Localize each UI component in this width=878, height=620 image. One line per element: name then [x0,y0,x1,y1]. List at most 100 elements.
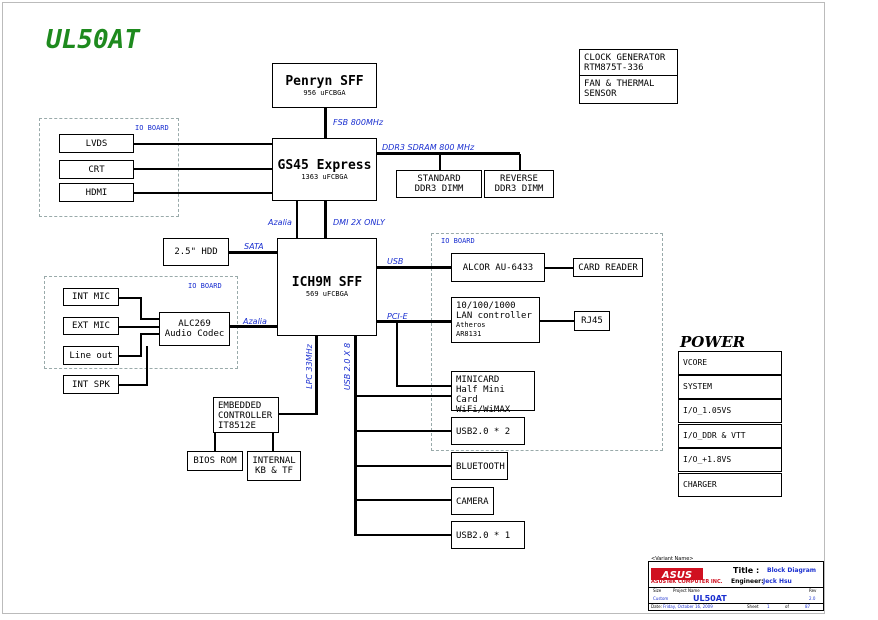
kb-block: INTERNAL KB & TF [247,451,301,481]
lineout-to-codec [140,333,159,335]
lan-line4: AR8131 [456,330,482,338]
fan-thermal-block: FAN & THERMAL SENSOR [579,75,678,104]
power-item: I/O_DDR & VTT [678,424,782,448]
lineout-vert [140,333,142,357]
kb-line2: KB & TF [255,466,293,476]
card-reader-block: CARD READER [573,258,643,277]
pcie-label: PCI-E [387,312,408,321]
date-value: Friday, October 16, 2009 [663,604,713,609]
fsb-label: FSB 800MHz [333,118,384,127]
dmi-wire [324,201,327,238]
dimm-reverse-line2: DDR3 DIMM [494,184,544,194]
ext-mic-wire [119,326,159,328]
clock-line1: CLOCK GENERATOR [584,53,666,63]
power-item: CHARGER [678,473,782,497]
ddr3-label: DDR3 SDRAM 800 MHz [382,143,475,152]
lpc-to-ec [279,413,317,415]
gmch-name: GS45 Express [277,157,372,173]
lan-line3: Atheros [456,321,486,329]
power-item: SYSTEM [678,375,782,399]
int-spk-block: INT SPK [63,375,119,394]
sata-label: SATA [244,242,264,251]
size-value: Custom [653,596,669,601]
gmch-block: GS45 Express 1363 uFCBGA [272,138,377,201]
lan-block: 10/100/1000 LAN controller Atheros AR813… [451,297,540,343]
azalia-wire [296,201,298,238]
sheet-frame [2,2,825,614]
line-out-block: Line out [63,346,119,365]
azalia-label: Azalia [243,317,267,326]
usb8-bus [354,336,357,536]
azalia-top-label: Azalia [268,218,292,227]
dimm-standard-line1: STANDARD [417,174,461,184]
clock-generator-block: CLOCK GENERATOR RTM875T-336 [579,49,678,76]
lineout-wire [119,355,141,357]
clock-line2: RTM875T-336 [584,63,644,73]
crt-block: CRT [59,160,134,179]
codec-line2: Audio Codec [164,329,225,339]
title-value: Block Diagram [767,567,817,574]
hdd-block: 2.5" HDD [163,238,229,266]
ec-block: EMBEDDED CONTROLLER IT8512E [213,397,279,433]
power-item: VCORE [678,351,782,375]
usb-to-usb2 [355,430,451,432]
rev-value: 2.0 [809,596,816,601]
minicard-line2: Half Mini Card [456,385,505,405]
hdmi-wire [134,192,272,194]
lvds-wire [134,143,272,145]
fsb-wire [324,108,327,138]
ddr3-bus [377,152,520,155]
company-name: ASUSTeK COMPUTER INC. [651,579,723,585]
usb8-label: USB 2.0 X 8 [343,342,353,391]
usb-to-camera [355,499,451,501]
sata-wire [229,251,277,254]
io-board-region-right [431,233,663,451]
ec-line1: EMBEDDED [218,401,262,411]
diagram-title: UL50AT [46,25,140,55]
rj45-wire [540,320,574,322]
io-board-region-audio [44,276,238,369]
engineer-value: Jeck Hsu [763,578,792,585]
azalia-codec-wire [230,325,277,328]
spk-vert [146,346,148,386]
dimm-standard-line2: DDR3 DIMM [414,184,464,194]
fan-line1: FAN & THERMAL [584,79,655,89]
lan-line2: LAN controller [456,311,532,321]
ec-line2: CONTROLLER [218,411,273,421]
dimm-standard: STANDARD DDR3 DIMM [396,170,482,198]
int-mic-vert [140,297,142,319]
of-value: 87 [805,604,811,609]
ec-to-kb [272,432,274,451]
ec-line3: IT8512E [218,421,256,431]
engineer-label: Engineer: [731,578,764,585]
ext-mic-block: EXT MIC [63,317,119,335]
usb-to-minicard [355,395,451,397]
io-board-label: IO BOARD [188,282,222,290]
asus-logo: ASUS [651,565,703,581]
kb-line1: INTERNAL [252,456,296,466]
usb-wire [377,266,451,269]
alcor-block: ALCOR AU-6433 [451,253,545,282]
ddr3-drop-rev [519,154,521,170]
pcie-minicard-horz [396,385,451,387]
hdmi-block: HDMI [59,183,134,202]
pcie-minicard-vert [396,321,398,386]
project-value: UL50AT [693,594,727,603]
power-item: I/O_1.05VS [678,399,782,423]
lvds-block: LVDS [59,134,134,153]
sheet-value: 1 [767,604,770,609]
title-label: Title : [733,566,760,575]
spk-wire [119,384,147,386]
pcie-wire [377,320,451,323]
codec-block: ALC269 Audio Codec [159,312,230,346]
io-board-region-display [39,118,179,217]
variant-name: <Variant Name> [651,556,694,562]
ddr3-drop-std [439,154,441,170]
int-mic-block: INT MIC [63,288,119,306]
lpc-label: LPC 33MHz [304,344,314,389]
ich-block: ICH9M SFF 569 uFCBGA [277,238,377,336]
io-board-label: IO BOARD [441,237,475,245]
cpu-block: Penryn SFF 956 uFCBGA [272,63,377,108]
sheet-label: Sheet [747,604,759,609]
